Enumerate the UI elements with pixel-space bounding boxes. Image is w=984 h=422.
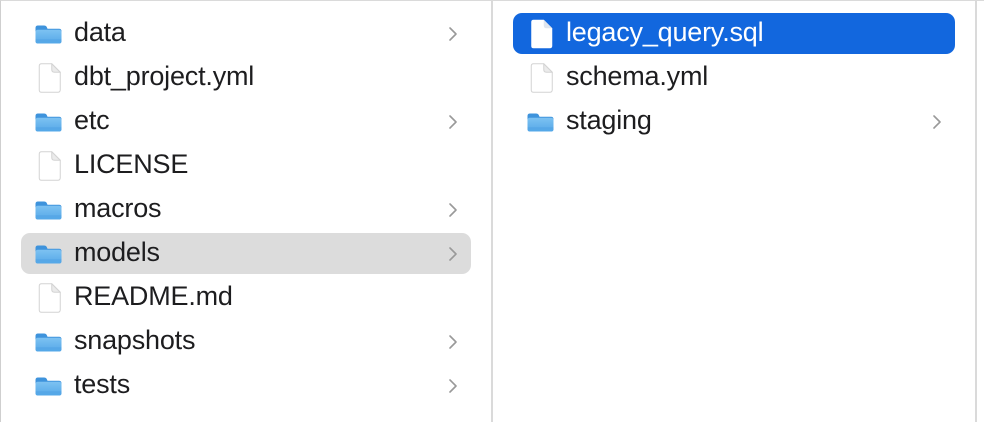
- row-staging[interactable]: staging: [513, 101, 955, 142]
- item-label: tests: [74, 369, 131, 399]
- document-icon: [34, 62, 63, 93]
- finder-column-3: [977, 1, 984, 422]
- item-label: dbt_project.yml: [74, 61, 255, 91]
- item-label: schema.yml: [566, 61, 709, 91]
- row-readme-md[interactable]: README.md: [21, 277, 471, 318]
- folder-icon: [34, 110, 63, 133]
- row-macros[interactable]: macros: [21, 189, 471, 230]
- item-label: legacy_query.sql: [566, 17, 764, 47]
- document-icon: [34, 150, 63, 181]
- chevron-right-icon: [447, 334, 459, 350]
- item-label: data: [74, 17, 126, 47]
- document-icon: [34, 282, 63, 313]
- folder-icon: [34, 330, 63, 353]
- item-label: staging: [566, 105, 652, 135]
- row-license[interactable]: LICENSE: [21, 145, 471, 186]
- item-label: etc: [74, 105, 110, 135]
- row-legacy-query-sql[interactable]: legacy_query.sql: [513, 13, 955, 54]
- chevron-right-icon: [447, 26, 459, 42]
- row-snapshots[interactable]: snapshots: [21, 321, 471, 362]
- row-schema-yml[interactable]: schema.yml: [513, 57, 955, 98]
- chevron-right-icon: [447, 378, 459, 394]
- item-label: LICENSE: [74, 149, 189, 179]
- folder-icon: [34, 22, 63, 45]
- document-icon: [526, 62, 555, 93]
- row-tests[interactable]: tests: [21, 365, 471, 406]
- row-data[interactable]: data: [21, 13, 471, 54]
- document-icon: [526, 19, 555, 49]
- row-dbt-project-yml[interactable]: dbt_project.yml: [21, 57, 471, 98]
- item-label: models: [74, 237, 160, 267]
- finder-column-1: data dbt_project.yml etc LICENSE macros …: [1, 1, 493, 422]
- folder-icon: [34, 198, 63, 221]
- folder-icon: [34, 242, 63, 265]
- item-label: snapshots: [74, 325, 196, 355]
- finder-column-2: legacy_query.sql schema.yml staging: [493, 1, 977, 422]
- item-label: macros: [74, 193, 162, 223]
- chevron-right-icon: [447, 114, 459, 130]
- item-label: README.md: [74, 281, 233, 311]
- chevron-right-icon: [447, 246, 459, 262]
- row-etc[interactable]: etc: [21, 101, 471, 142]
- chevron-right-icon: [447, 202, 459, 218]
- folder-icon: [526, 110, 555, 133]
- row-models[interactable]: models: [21, 233, 471, 274]
- chevron-right-icon: [931, 114, 943, 130]
- folder-icon: [34, 374, 63, 397]
